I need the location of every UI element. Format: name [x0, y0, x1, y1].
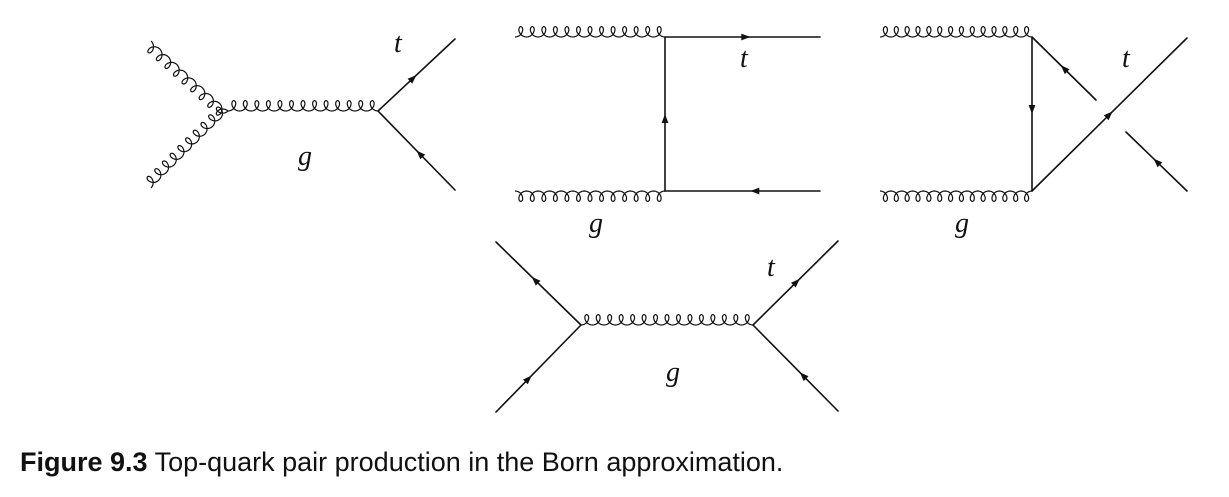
quark-outgoing-top-arrow [741, 33, 751, 41]
quark-outgoing-top-arrow [791, 278, 800, 288]
quark-incoming [495, 324, 582, 413]
quark-incoming-arrow [523, 375, 532, 385]
gluon-incoming-lower [146, 106, 229, 189]
caption-figure-number: Figure 9.3 [20, 447, 148, 477]
diagram-gg-s-channel [146, 38, 456, 191]
gluon-propagator [580, 314, 754, 326]
antiquark-upper-segment-arrow [1060, 65, 1070, 75]
caption-text: Top-quark pair production in the Born ap… [154, 447, 784, 477]
antiquark-outgoing [752, 324, 839, 412]
label-g-diagram-4: g [666, 357, 680, 388]
quark-propagator-arrow [661, 114, 669, 123]
antiquark-lower-segment-arrow [1153, 158, 1163, 168]
antiquark-incoming-arrow [531, 276, 541, 286]
antiquark-incoming [495, 241, 582, 326]
diagram-gg-u-channel [879, 26, 1188, 202]
figure-caption: Figure 9.3 Top-quark pair production in … [20, 447, 783, 478]
antiquark-outgoing-arrow [799, 372, 809, 382]
diagram-qqbar-s-channel [495, 240, 839, 413]
label-t-diagram-4: t [767, 252, 776, 283]
quark-propagator-arrow [1028, 105, 1036, 114]
antiquark-outgoing-arrow [416, 150, 426, 160]
label-t-diagram-2: t [740, 43, 749, 74]
gluon-upper [514, 26, 666, 38]
antiquark-outgoing-arrow [750, 187, 760, 195]
gluon-lower [514, 190, 666, 202]
label-t-diagram-1: t [394, 28, 403, 59]
label-g-diagram-2: g [589, 208, 603, 239]
feynman-diagrams: t g t g t g t g [146, 26, 1188, 413]
quark-outgoing-top-arrow [407, 75, 417, 84]
label-t-diagram-3: t [1122, 43, 1131, 74]
diagram-gg-t-channel [514, 26, 821, 202]
quark-outgoing-top-arrow [1103, 111, 1113, 121]
gluon-upper [879, 26, 1033, 38]
label-g-diagram-1: g [298, 141, 312, 172]
gluon-incoming-upper [147, 40, 229, 116]
label-g-diagram-3: g [955, 208, 969, 239]
gluon-lower [879, 190, 1033, 202]
gluon-propagator [227, 100, 379, 112]
